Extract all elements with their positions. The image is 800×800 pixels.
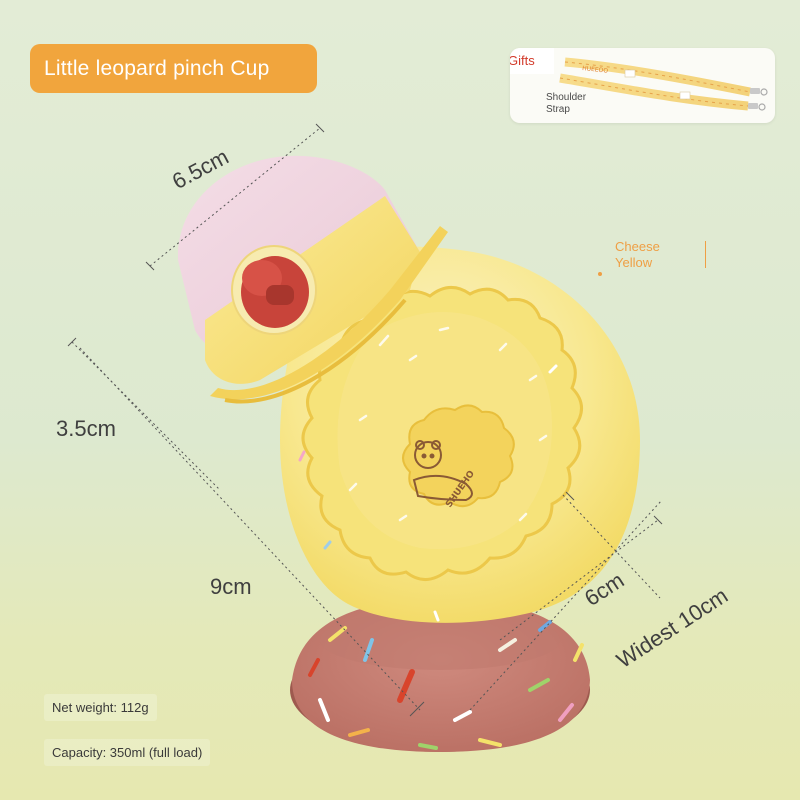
cup-body: SHUEHO xyxy=(280,246,640,623)
dimension-lines xyxy=(67,123,663,717)
gifts-label: Gifts xyxy=(510,48,554,74)
net-weight-label: Net weight: 112g xyxy=(44,694,157,721)
donut-base xyxy=(290,598,590,752)
lid-release-button xyxy=(241,256,309,328)
gifts-card: HUEEOO Gifts Shoulder Strap xyxy=(510,48,775,123)
strap-label: Shoulder Strap xyxy=(546,92,587,115)
strap-print: HUEEOO xyxy=(582,65,609,75)
color-option-bar xyxy=(705,241,706,268)
shoulder-strap-image: HUEEOO xyxy=(559,57,768,111)
cup-lid xyxy=(177,155,448,404)
dimension-lid-height: 3.5cm xyxy=(56,416,116,441)
dimension-body-height: 9cm xyxy=(210,574,252,599)
capacity-label: Capacity: 350ml (full load) xyxy=(44,739,211,766)
color-option-dot xyxy=(598,272,602,276)
color-option-label: Cheese Yellow xyxy=(615,239,660,270)
product-title: Little leopard pinch Cup xyxy=(30,44,317,93)
leopard-logo-icon xyxy=(412,440,473,502)
